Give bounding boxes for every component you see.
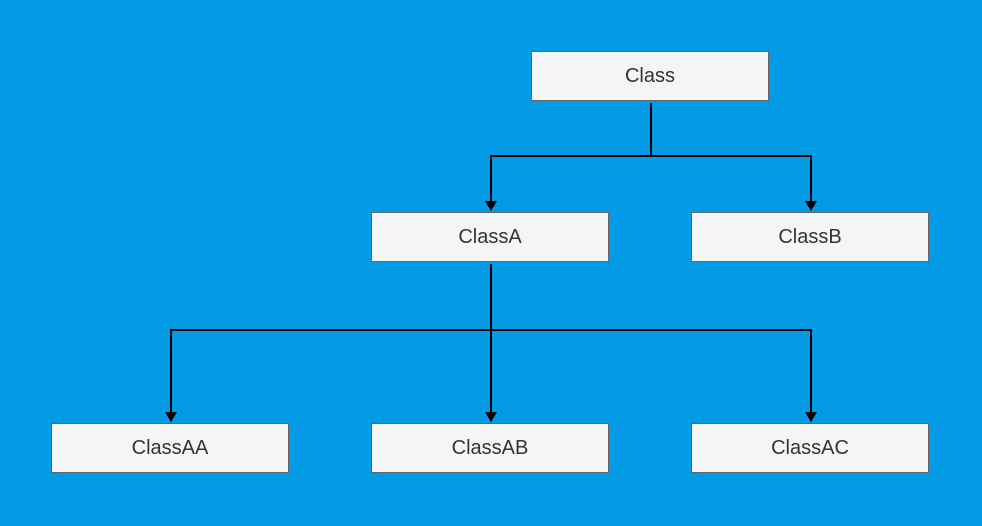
node-classab[interactable]: ClassAB [371,423,609,473]
node-label: ClassAA [131,437,209,459]
node-classb[interactable]: ClassB [691,212,929,262]
node-class[interactable]: Class [531,51,769,101]
node-label: ClassB [778,226,842,248]
node-label: ClassAC [771,437,849,459]
edge-classa-to-classaa [165,264,492,422]
node-label: ClassAB [451,437,529,459]
node-label: Class [624,65,675,87]
edge-classa-to-classac [490,264,817,422]
node-label: ClassA [458,226,522,248]
edge-class-to-classa [485,103,652,211]
node-classaa[interactable]: ClassAA [51,423,289,473]
node-classac[interactable]: ClassAC [691,423,929,473]
edge-class-to-classb [650,103,817,211]
node-classa[interactable]: ClassA [371,212,609,262]
